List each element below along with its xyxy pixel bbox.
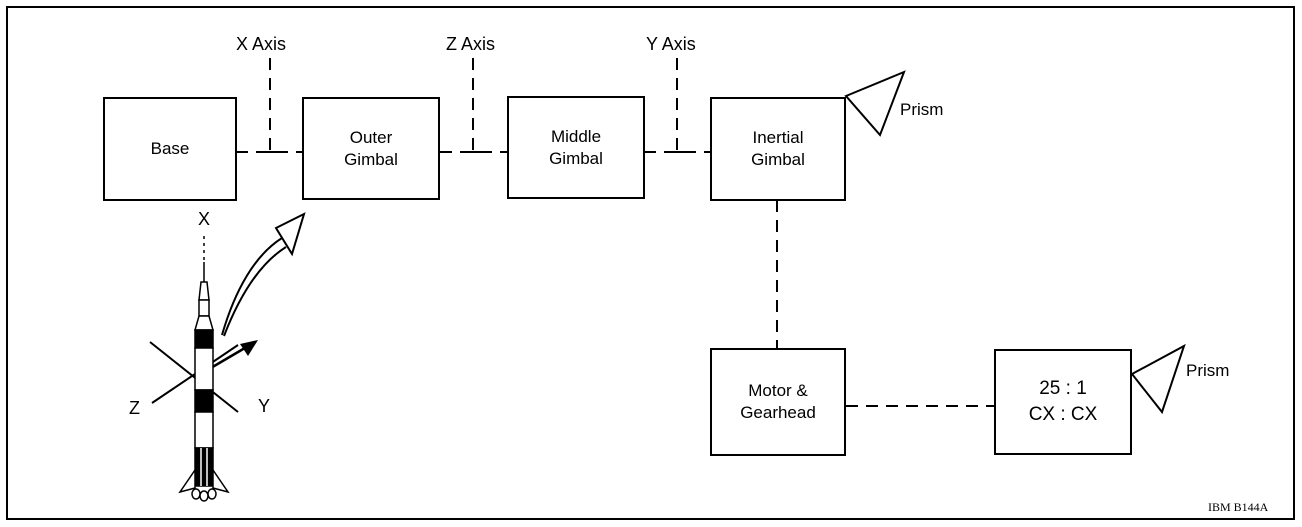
inertial-gimbal-label-line1: Inertial	[752, 128, 804, 147]
outer-gimbal-label-line1: Outer	[349, 127, 393, 147]
outer-gimbal-block: Outer Gimbal	[302, 97, 440, 200]
outer-gimbal-label-line2: Gimbal	[344, 149, 398, 169]
vehicle-y-arrow-icon	[240, 340, 258, 356]
middle-gimbal-block: Middle Gimbal	[507, 96, 645, 199]
prism-icon-inertial	[844, 70, 906, 137]
rocket-icon	[178, 262, 230, 502]
motor-gearhead-label-line2: Gearhead	[740, 403, 816, 422]
prism-icon-resolver	[1130, 343, 1186, 415]
y-axis-label: Y Axis	[646, 34, 696, 54]
vehicle-y-label: Y	[258, 396, 271, 416]
prism-label-inertial: Prism	[900, 100, 944, 119]
figure-frame	[6, 6, 1295, 520]
resolver-label-line2: CX : CX	[1028, 404, 1098, 425]
resolver-block: 25 : 1 CX : CX	[994, 349, 1132, 455]
inertial-gimbal-label-line2: Gimbal	[751, 150, 805, 169]
base-block: Base	[103, 97, 237, 201]
vehicle-z-axis-line	[149, 341, 239, 413]
resolver-label-line1: 25 : 1	[1039, 378, 1087, 399]
vehicle-z-label: Z	[129, 398, 140, 418]
base-block-label: Base	[150, 139, 190, 158]
middle-gimbal-label-line2: Gimbal	[549, 148, 603, 168]
rotation-arrow-icon	[221, 237, 283, 336]
inertial-gimbal-block: Inertial Gimbal	[710, 97, 846, 201]
z-axis-label: Z Axis	[446, 34, 496, 54]
motor-gearhead-block: Motor & Gearhead	[710, 348, 846, 456]
figure-id: IBM B144A	[1208, 500, 1269, 514]
motor-gearhead-label-line1: Motor &	[748, 381, 808, 400]
prism-label-resolver: Prism	[1186, 361, 1230, 380]
x-axis-label: X Axis	[236, 34, 287, 54]
middle-gimbal-label-line1: Middle	[550, 126, 602, 146]
vehicle-x-label: X	[198, 209, 211, 229]
